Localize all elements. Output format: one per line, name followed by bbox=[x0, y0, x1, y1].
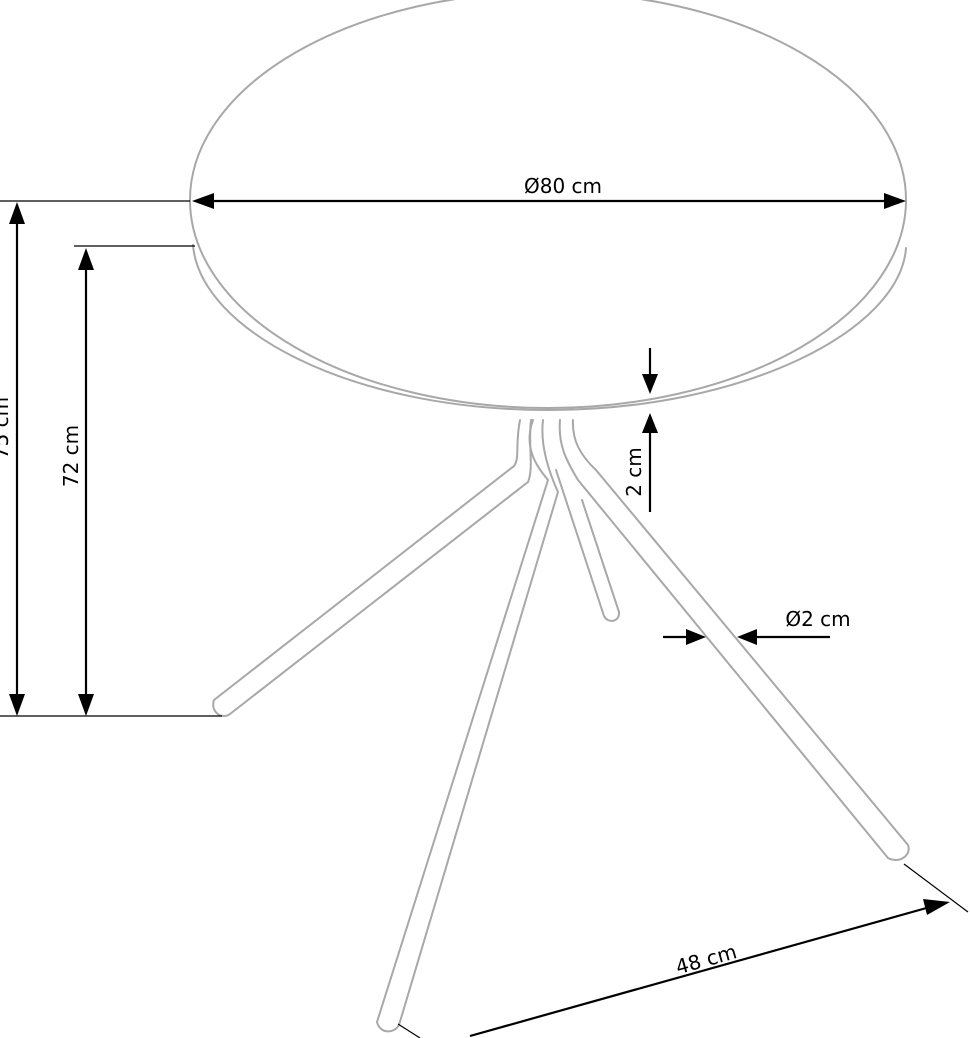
leg-diameter-dimension: Ø2 cm bbox=[663, 607, 851, 645]
table-leg-back bbox=[555, 469, 621, 622]
leg-span-dimension: 48 cm bbox=[397, 863, 969, 1038]
table-drawing bbox=[189, 0, 910, 1033]
leg-diameter-label: Ø2 cm bbox=[785, 607, 850, 631]
top-thickness-label: 2 cm bbox=[622, 447, 646, 497]
tabletop-edge bbox=[192, 244, 907, 411]
total-height-dimension: 75 cm bbox=[0, 200, 222, 717]
table-leg-front bbox=[376, 419, 559, 1033]
table-leg-left bbox=[212, 419, 532, 718]
diameter-label: Ø80 cm bbox=[524, 174, 602, 198]
leg-height-dimension: 72 cm bbox=[59, 245, 195, 716]
leg-height-label: 72 cm bbox=[59, 425, 83, 487]
total-height-label: 75 cm bbox=[0, 397, 13, 459]
tabletop-surface bbox=[189, 0, 907, 409]
top-thickness-dimension: 2 cm bbox=[622, 348, 658, 512]
diameter-dimension: Ø80 cm bbox=[192, 174, 906, 209]
leg-span-label: 48 cm bbox=[673, 939, 739, 979]
table-leg-right bbox=[558, 419, 910, 862]
